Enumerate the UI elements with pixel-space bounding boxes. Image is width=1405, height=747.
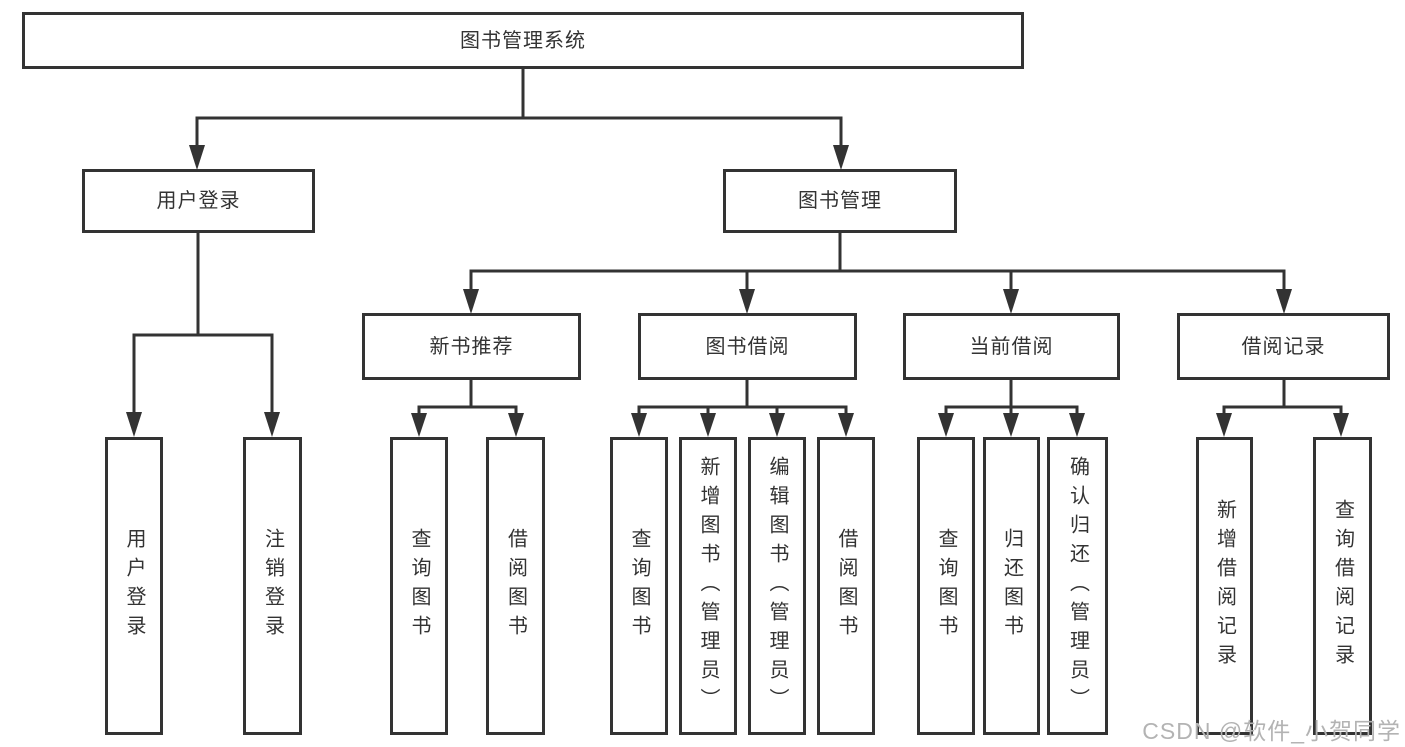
edge-root-split: [189, 69, 849, 170]
leaf-confirm-return-admin: 确认归还（管理员）: [1047, 437, 1108, 735]
edge-current-borrow-split: [938, 380, 1085, 437]
leaf-logout: 注销登录: [243, 437, 302, 735]
node-user-login: 用户登录: [82, 169, 315, 233]
edge-user-login-split: [126, 233, 280, 437]
leaf-user-login: 用户登录: [105, 437, 163, 735]
arrow-down-icon: [700, 413, 716, 437]
edge-new-book-split: [411, 380, 524, 437]
leaf-return-books: 归还图书: [983, 437, 1040, 735]
arrow-down-icon: [189, 145, 205, 170]
leaf-add-books-admin: 新增图书（管理员）: [679, 437, 737, 735]
edge-book-management-split: [463, 233, 1292, 314]
node-book-management: 图书管理: [723, 169, 957, 233]
arrow-down-icon: [1003, 413, 1019, 437]
edge-borrow-records-split: [1216, 380, 1349, 437]
arrow-down-icon: [126, 412, 142, 437]
arrow-down-icon: [508, 413, 524, 437]
edge-book-borrow-split: [631, 380, 854, 437]
arrow-down-icon: [739, 289, 755, 314]
leaf-query-books-current: 查询图书: [917, 437, 975, 735]
arrow-down-icon: [463, 289, 479, 314]
arrow-down-icon: [1003, 289, 1019, 314]
leaf-edit-books-admin: 编辑图书（管理员）: [748, 437, 806, 735]
leaf-query-books-recommend: 查询图书: [390, 437, 448, 735]
arrow-down-icon: [838, 413, 854, 437]
arrow-down-icon: [938, 413, 954, 437]
node-current-borrow: 当前借阅: [903, 313, 1120, 380]
node-library-management-system: 图书管理系统: [22, 12, 1024, 69]
arrow-down-icon: [1216, 413, 1232, 437]
leaf-query-borrow-record: 查询借阅记录: [1313, 437, 1372, 735]
leaf-query-books-borrow: 查询图书: [610, 437, 668, 735]
node-new-book-recommend: 新书推荐: [362, 313, 581, 380]
arrow-down-icon: [411, 413, 427, 437]
arrow-down-icon: [833, 145, 849, 170]
leaf-add-borrow-record: 新增借阅记录: [1196, 437, 1253, 735]
leaf-borrow-books-recommend: 借阅图书: [486, 437, 545, 735]
arrow-down-icon: [1069, 413, 1085, 437]
leaf-borrow-books: 借阅图书: [817, 437, 875, 735]
arrow-down-icon: [769, 413, 785, 437]
arrow-down-icon: [264, 412, 280, 437]
node-book-borrow: 图书借阅: [638, 313, 857, 380]
node-borrow-records: 借阅记录: [1177, 313, 1390, 380]
arrow-down-icon: [1333, 413, 1349, 437]
arrow-down-icon: [631, 413, 647, 437]
csdn-watermark: CSDN @软件_小贺同学: [1142, 718, 1401, 744]
arrow-down-icon: [1276, 289, 1292, 314]
